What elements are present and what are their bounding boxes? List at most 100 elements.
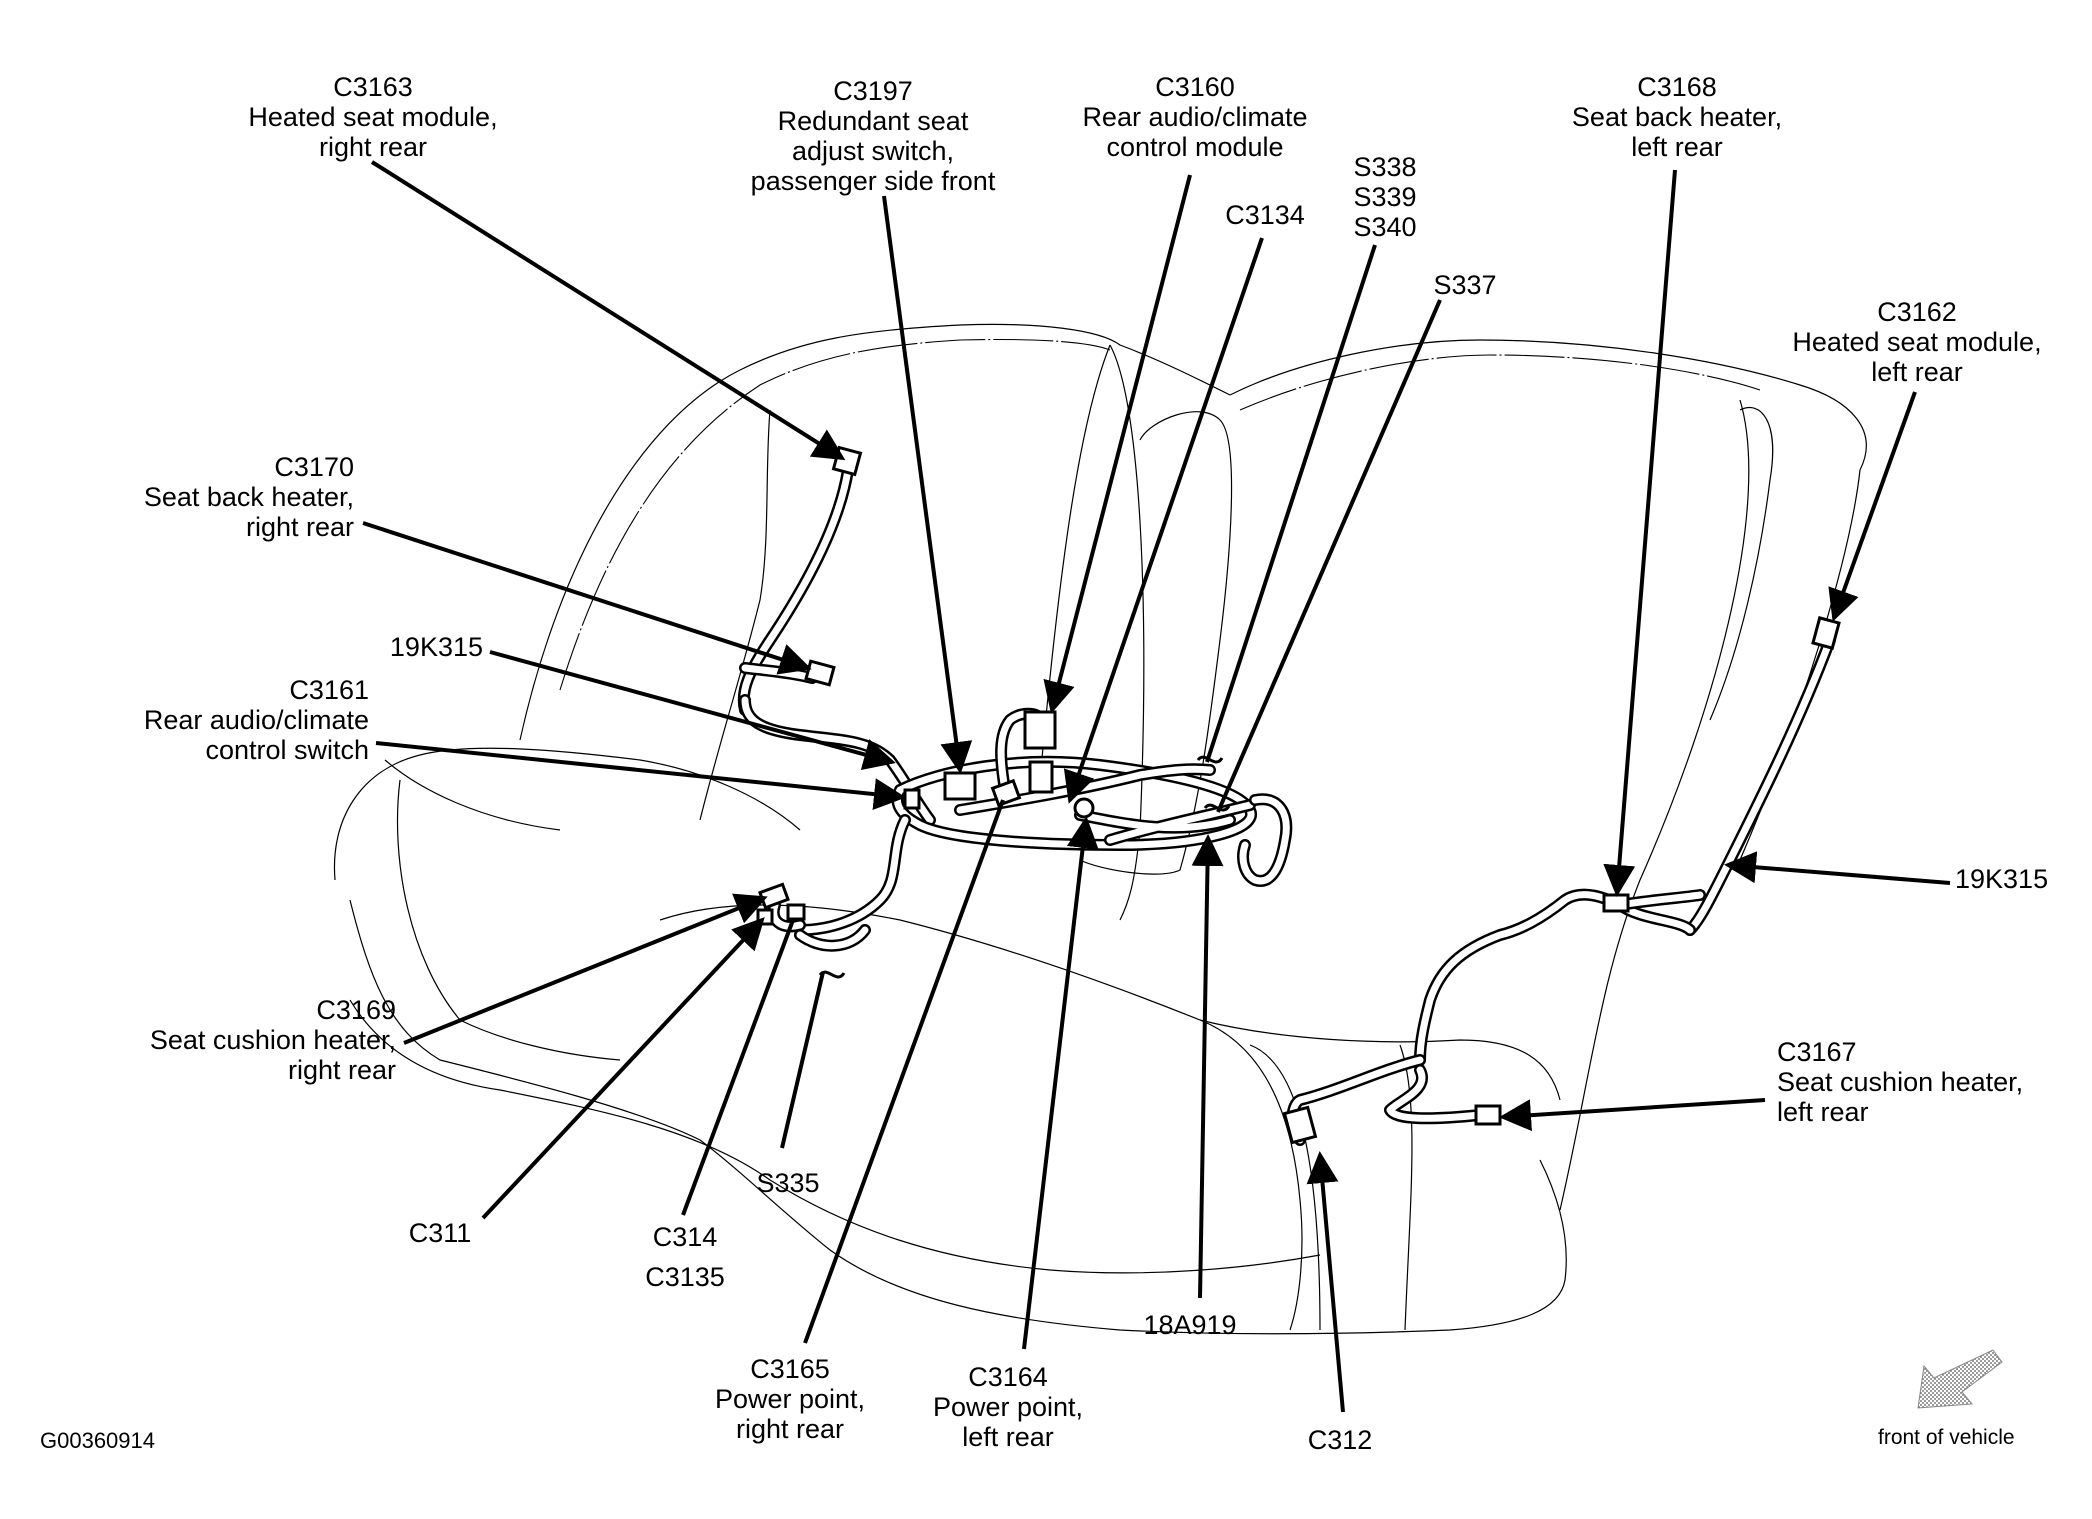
callout-desc: Seat cushion heater, bbox=[149, 1025, 396, 1055]
callout-code: C3170 bbox=[274, 452, 354, 482]
leader-c3162 bbox=[1828, 391, 1917, 622]
callout-splices-s338-s340: S338 S339 S340 bbox=[1353, 152, 1416, 242]
leader-c3168 bbox=[1603, 169, 1677, 897]
leader-19k315-left bbox=[489, 650, 896, 771]
callout-19k315-right: 19K315 bbox=[1955, 864, 2048, 894]
callout-c3167: C3167 Seat cushion heater, left rear bbox=[1777, 1037, 2023, 1127]
seatback-left-inner bbox=[1239, 354, 1761, 411]
callout-c3170: C3170 Seat back heater, right rear bbox=[144, 452, 354, 542]
connector-c3163 bbox=[831, 445, 863, 477]
callout-code: C3134 bbox=[1225, 200, 1305, 230]
callout-desc: right rear bbox=[318, 132, 428, 162]
callout-code: C314 bbox=[652, 1222, 718, 1252]
leader-c3170 bbox=[362, 521, 812, 675]
callout-desc: left rear bbox=[962, 1422, 1054, 1452]
connector-c3162 bbox=[1811, 616, 1841, 650]
leader-19k315-right bbox=[1724, 851, 1951, 885]
callout-code: C3135 bbox=[645, 1262, 725, 1292]
callout-code: C3163 bbox=[333, 72, 413, 102]
splice-s338-s340-marker bbox=[1196, 755, 1224, 764]
connector-c3169 bbox=[758, 882, 790, 910]
callout-desc: adjust switch, bbox=[791, 136, 955, 166]
callout-desc: Power point, bbox=[932, 1392, 1084, 1422]
leader-c3167 bbox=[1499, 1098, 1766, 1132]
callout-18a919: 18A919 bbox=[1143, 1310, 1236, 1340]
connector-c3161 bbox=[903, 788, 921, 810]
callout-desc: right rear bbox=[735, 1414, 845, 1444]
connector-c3197 bbox=[943, 771, 977, 801]
callout-19k315-left: 19K315 bbox=[390, 632, 483, 662]
callout-code: C3197 bbox=[833, 76, 913, 106]
connector-c3167 bbox=[1474, 1104, 1502, 1126]
callout-code: 19K315 bbox=[1955, 864, 2049, 894]
callout-code: C3169 bbox=[316, 995, 396, 1025]
callout-c311: C311 bbox=[409, 1218, 472, 1248]
callout-desc: left rear bbox=[1631, 132, 1723, 162]
leader-c311 bbox=[481, 917, 765, 1220]
callout-code: C3164 bbox=[968, 1362, 1048, 1392]
callout-desc: control switch bbox=[205, 735, 369, 765]
headrest-right bbox=[699, 409, 771, 821]
leader-c3134 bbox=[1063, 237, 1264, 804]
callout-c3161: C3161 Rear audio/climate control switch bbox=[144, 675, 369, 765]
seat-cushion-right bbox=[333, 747, 1567, 1335]
splice-s337-marker bbox=[1203, 803, 1231, 812]
callout-code: S340 bbox=[1353, 212, 1417, 242]
callout-code: C3167 bbox=[1777, 1037, 1857, 1067]
seatback-left-outline bbox=[1229, 339, 1867, 471]
callout-c312: C312 bbox=[1308, 1425, 1373, 1455]
callout-c3164: C3164 Power point, left rear bbox=[933, 1362, 1083, 1452]
callout-desc: Seat cushion heater, bbox=[1777, 1067, 2024, 1097]
callout-code: C311 bbox=[408, 1218, 472, 1248]
leader-s338-s340 bbox=[1205, 244, 1377, 763]
callout-desc: Seat back heater, bbox=[143, 482, 354, 512]
callout-c3162: C3162 Heated seat module, left rear bbox=[1792, 297, 2041, 387]
seatback-right-inner bbox=[559, 338, 1111, 691]
callout-code: C3168 bbox=[1637, 72, 1717, 102]
callout-c3160: C3160 Rear audio/climate control module bbox=[1082, 72, 1307, 162]
callout-c3163: C3163 Heated seat module, right rear bbox=[248, 72, 497, 162]
callout-c3197: C3197 Redundant seat adjust switch, pass… bbox=[751, 76, 996, 196]
callout-desc: Heated seat module, bbox=[248, 102, 498, 132]
callout-desc: Rear audio/climate bbox=[1082, 102, 1308, 132]
callout-code: C3161 bbox=[289, 675, 369, 705]
armrest-outline bbox=[1079, 411, 1233, 875]
callout-code: S337 bbox=[1433, 270, 1497, 300]
callout-desc: Rear audio/climate bbox=[143, 705, 369, 735]
seat-cushion-seam bbox=[349, 999, 1321, 1274]
harness-c3167-branch bbox=[1384, 1064, 1486, 1125]
leader-c312 bbox=[1306, 1151, 1345, 1413]
callout-code: 19K315 bbox=[389, 632, 483, 662]
callout-code: 18A919 bbox=[1143, 1310, 1237, 1340]
callout-desc: control module bbox=[1106, 132, 1284, 162]
leader-c3169 bbox=[403, 893, 768, 1045]
connector-c312 bbox=[1282, 1105, 1318, 1145]
callout-desc: left rear bbox=[1777, 1097, 1869, 1127]
leader-s335 bbox=[780, 971, 825, 1149]
leader-c3161 bbox=[375, 741, 906, 811]
leader-c3197 bbox=[882, 195, 973, 774]
leader-18a919 bbox=[1191, 834, 1224, 1299]
callout-desc: Power point, bbox=[714, 1384, 866, 1414]
leader-c3163 bbox=[370, 160, 846, 461]
callout-desc: right rear bbox=[245, 512, 354, 542]
front-of-vehicle-arrow-icon bbox=[1917, 1349, 2003, 1409]
connector-c3134 bbox=[1028, 760, 1054, 794]
leader-c3165 bbox=[803, 799, 1005, 1344]
callout-code: C312 bbox=[1307, 1425, 1373, 1455]
callout-c3165: C3165 Power point, right rear bbox=[715, 1354, 865, 1444]
connector-c3164 bbox=[1073, 797, 1095, 819]
callout-desc: Heated seat module, bbox=[1792, 327, 2042, 357]
connector-c3165 bbox=[990, 778, 1022, 808]
seat-cushion-front bbox=[659, 904, 1561, 1331]
leader-s337 bbox=[1216, 299, 1442, 813]
callout-code: C3165 bbox=[750, 1354, 830, 1384]
callout-desc: left rear bbox=[1871, 357, 1963, 387]
callout-code: S335 bbox=[756, 1168, 820, 1198]
leader-c314 bbox=[681, 919, 795, 1216]
figure-id: G00360914 bbox=[40, 1428, 155, 1453]
leader-c3164 bbox=[1022, 816, 1099, 1350]
callout-code: C3160 bbox=[1155, 72, 1235, 102]
callout-code: S339 bbox=[1353, 182, 1417, 212]
